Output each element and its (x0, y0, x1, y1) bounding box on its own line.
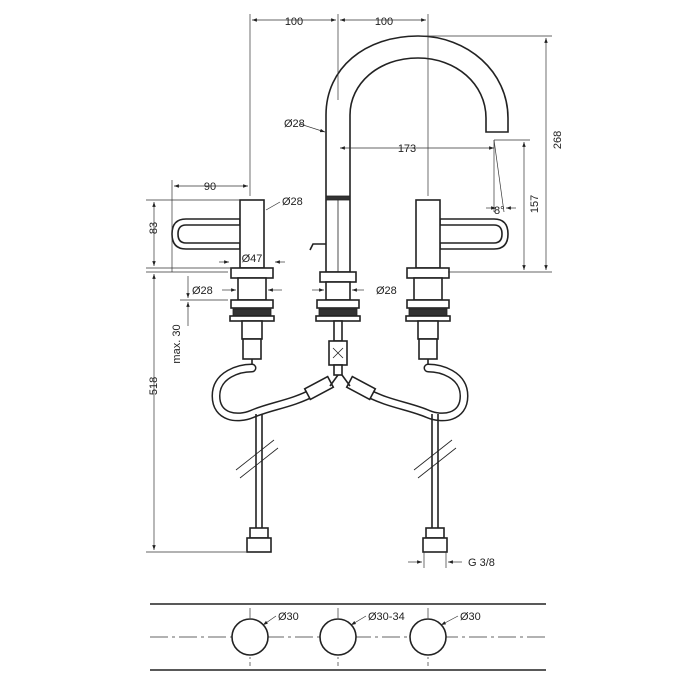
outlet-height-label: 157 (529, 195, 541, 213)
handle-diameter-label: Ø28 (282, 196, 303, 208)
deck-hole-left-label: Ø30 (278, 611, 299, 623)
right-mounting (405, 277, 451, 370)
deck-hole-right-label: Ø30 (460, 611, 481, 623)
right-handle-body (415, 199, 441, 269)
handle-height-label: 83 (148, 222, 160, 234)
spout-base (319, 271, 357, 283)
center-mounting (315, 281, 361, 376)
spacing-left-label: 100 (285, 16, 303, 28)
deck-hole-center-label: Ø30-34 (368, 611, 405, 623)
spout-neck (325, 35, 509, 273)
left-handle-lever (171, 218, 241, 250)
connection-thread-label: G 3/8 (468, 557, 495, 569)
spacing-right-label: 100 (375, 16, 393, 28)
spout-ring (325, 195, 351, 201)
right-flange (406, 267, 450, 279)
hose-length-label: 518 (148, 377, 160, 395)
spout (309, 35, 509, 283)
deck-hole-view: Ø30 Ø30-34 Ø30 (150, 603, 546, 671)
right-handle (406, 199, 509, 279)
right-t-connector (345, 375, 377, 401)
deck-hole-right (409, 618, 447, 656)
shank-diameter-right-label: Ø28 (376, 285, 397, 297)
overall-height-label: 268 (552, 131, 564, 149)
dimension-lines (146, 14, 552, 568)
handle-reach-label: 90 (204, 181, 216, 193)
hoses (211, 363, 469, 553)
left-mounting (229, 277, 275, 370)
max-deck-label: max. 30 (171, 324, 183, 363)
spout-angle-label: 8° (494, 205, 505, 217)
shank-diameter-left-label: Ø28 (192, 285, 213, 297)
left-flange (230, 267, 274, 279)
spout-diameter-label: Ø28 (284, 118, 305, 130)
left-handle (171, 199, 274, 279)
spout-reach-label: 173 (398, 143, 416, 155)
left-t-connector (303, 375, 335, 401)
deck-hole-left (231, 618, 269, 656)
left-connection-nut (246, 537, 272, 553)
popup-lever (309, 243, 326, 251)
dimension-labels: 100 100 Ø28 173 268 157 8° 90 Ø28 83 Ø47… (148, 16, 564, 569)
deck-hole-center (319, 618, 357, 656)
flange-diameter-label: Ø47 (242, 253, 263, 265)
right-handle-lever (439, 218, 509, 250)
right-connection-nut (422, 537, 448, 553)
left-handle-body (239, 199, 265, 269)
